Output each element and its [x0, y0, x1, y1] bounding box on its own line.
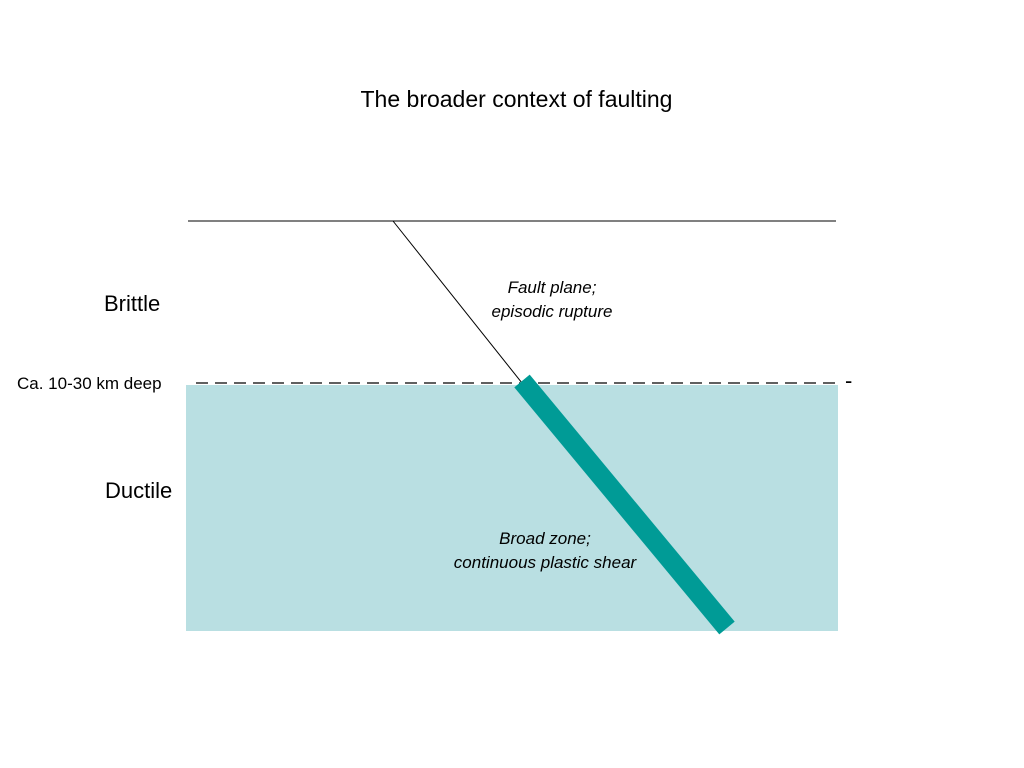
fault-plane-annotation: Fault plane; episodic rupture: [452, 276, 652, 324]
fault-plane-annotation-line-2: episodic rupture: [491, 302, 613, 321]
fault-plane-annotation-line-1: Fault plane;: [507, 278, 597, 297]
slide-title: The broader context of faulting: [360, 86, 673, 112]
brittle-label: Brittle: [104, 291, 161, 316]
fault-plane-line: [392, 220, 523, 384]
broad-zone-annotation-line-2: continuous plastic shear: [453, 553, 637, 572]
shear-zone: [514, 374, 735, 635]
broad-zone-annotation-line-1: Broad zone;: [499, 529, 591, 548]
boundary-end-mark: -: [845, 368, 853, 393]
ductile-label: Ductile: [105, 478, 173, 503]
depth-label: Ca. 10-30 km deep: [17, 374, 162, 393]
broad-zone-annotation: Broad zone; continuous plastic shear: [420, 527, 670, 575]
ductile-layer: [186, 385, 838, 631]
